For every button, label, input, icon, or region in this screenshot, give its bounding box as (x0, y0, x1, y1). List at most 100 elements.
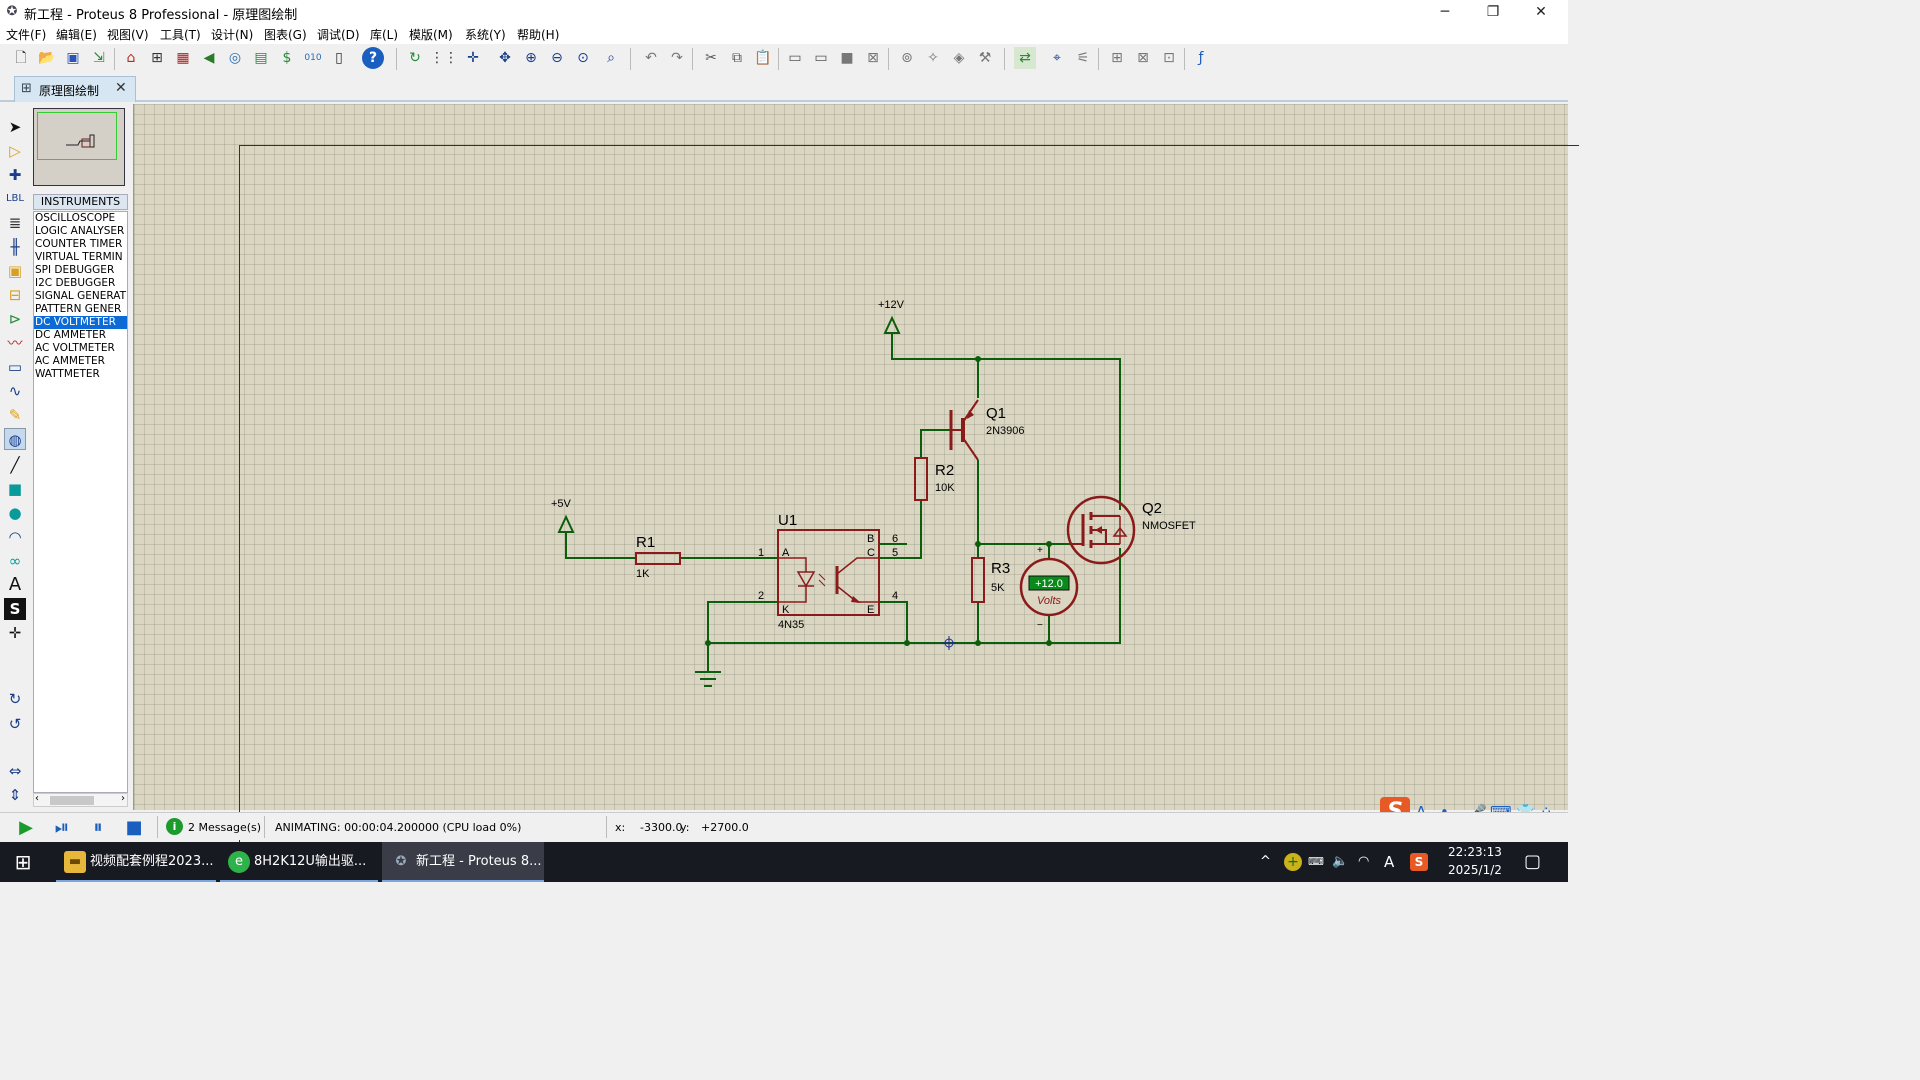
device-pins-mode-icon[interactable]: ⊳ (8, 310, 22, 328)
tray-app-icon[interactable]: + (1284, 853, 1302, 871)
optocoupler-u1[interactable]: U1 4N35 A K B C E 1 2 6 5 4 (758, 512, 898, 631)
wire-autorouter-icon[interactable]: ⇄ (1014, 47, 1036, 69)
junction-mode-icon[interactable]: ✚ (8, 166, 22, 184)
list-item[interactable]: SIGNAL GENERAT (35, 290, 127, 302)
mirror-horizontal-icon[interactable]: ⇔ (8, 762, 22, 780)
notification-icon[interactable]: ▢ (1524, 851, 1542, 872)
menu-view[interactable]: 视图(V) (107, 28, 149, 42)
undo-icon[interactable]: ↶ (645, 50, 657, 66)
generator-mode-icon[interactable]: ∿ (8, 382, 22, 400)
subcircuit-mode-icon[interactable]: ▣ (7, 262, 23, 280)
text-script-mode-icon[interactable]: ≣ (8, 214, 22, 232)
wire-5v-r1[interactable] (565, 532, 636, 559)
close-window-button[interactable]: ✕ (1535, 4, 1547, 20)
power-terminal-5v[interactable]: +5V (551, 498, 575, 533)
graph-mode-icon[interactable]: 〰 (7, 334, 23, 352)
sogou-tray-icon[interactable]: S (1410, 853, 1428, 871)
wire-u1c-r2[interactable] (879, 500, 922, 559)
zoom-out-icon[interactable]: ⊖ (551, 50, 563, 66)
3d-view-icon[interactable]: ◀ (203, 50, 215, 66)
overview-window[interactable] (33, 108, 125, 186)
schematic-icon[interactable]: ⊞ (151, 50, 163, 66)
origin-icon[interactable]: ✛ (467, 50, 479, 66)
wire-label-mode-icon[interactable]: LBL (5, 193, 24, 204)
list-item[interactable]: LOGIC ANALYSER (35, 225, 125, 237)
minimize-button[interactable]: ─ (1440, 4, 1450, 20)
pan-icon[interactable]: ✥ (499, 50, 511, 66)
new-file-icon[interactable]: 🗋 (15, 50, 27, 66)
block-rotate-icon[interactable]: ■ (840, 50, 854, 66)
property-tool-icon[interactable]: ⚟ (1076, 50, 1090, 66)
dc-voltmeter[interactable]: +12.0 Volts + − (1019, 545, 1079, 631)
import-icon[interactable]: ⇲ (93, 50, 105, 66)
transistor-q1[interactable]: Q1 2N3906 (949, 399, 1025, 461)
step-button[interactable]: ⏯ (54, 817, 70, 838)
windows-start-icon[interactable]: ⊞ (14, 850, 32, 874)
path-mode-icon[interactable]: ∞ (8, 552, 22, 570)
menu-help[interactable]: 帮助(H) (517, 28, 560, 42)
buses-mode-icon[interactable]: ╫ (10, 238, 20, 256)
clock-date[interactable]: 2025/1/2 (1448, 863, 1502, 877)
source-code-icon[interactable]: 010 (304, 53, 322, 63)
block-copy-icon[interactable]: ▭ (788, 50, 802, 66)
gerber-icon[interactable]: ◎ (228, 50, 242, 66)
scrollbar-thumb[interactable] (50, 796, 94, 805)
list-item[interactable]: I2C DEBUGGER (35, 277, 116, 289)
wire-ground-rail[interactable] (708, 548, 1121, 644)
decompose-icon[interactable]: ⚒ (978, 50, 992, 66)
network-icon[interactable]: ◠ (1358, 854, 1370, 869)
play-button[interactable]: ▶ (19, 817, 33, 838)
scroll-right-icon[interactable]: › (121, 793, 125, 804)
notes-icon[interactable]: ▯ (335, 50, 343, 66)
search-icon[interactable]: ⌖ (1053, 50, 1061, 66)
message-count[interactable]: 2 Message(s) (188, 821, 262, 834)
copy-icon[interactable]: ⧉ (732, 50, 742, 66)
terminals-mode-icon[interactable]: ⊟ (8, 286, 22, 304)
mirror-vertical-icon[interactable]: ⇕ (8, 786, 22, 804)
bom-icon[interactable]: ▤ (254, 50, 268, 66)
restore-button[interactable]: ❐ (1486, 4, 1500, 20)
parent-sheet-icon[interactable]: ⊡ (1163, 50, 1175, 66)
power-terminal-12v[interactable]: +12V (878, 299, 905, 334)
new-sheet-icon[interactable]: ⊞ (1111, 50, 1123, 66)
list-item-selected[interactable]: DC VOLTMETER (34, 316, 127, 329)
menu-library[interactable]: 库(L) (370, 28, 399, 42)
help-icon[interactable]: ? (362, 47, 384, 69)
mosfet-q2[interactable]: Q2 NMOSFET (1066, 495, 1196, 565)
pick-device-icon[interactable]: ⊚ (901, 50, 913, 66)
line-mode-icon[interactable]: ╱ (10, 456, 20, 474)
netlist-icon[interactable]: ƒ (1198, 50, 1204, 66)
remove-sheet-icon[interactable]: ⊠ (1137, 50, 1149, 66)
cut-icon[interactable]: ✂ (705, 50, 717, 66)
stop-button[interactable]: ■ (125, 817, 143, 838)
open-folder-icon[interactable]: 📂 (38, 50, 56, 66)
zoom-in-icon[interactable]: ⊕ (525, 50, 537, 66)
zoom-all-icon[interactable]: ⊙ (577, 50, 589, 66)
list-item[interactable]: DC AMMETER (35, 329, 107, 341)
circle-mode-icon[interactable]: ● (8, 504, 22, 522)
scroll-left-icon[interactable]: ‹ (35, 793, 39, 804)
taskbar-item-proteus[interactable]: ✪ 新工程 - Proteus 8... (382, 842, 544, 882)
virtual-instruments-mode-icon[interactable]: ◍ (4, 428, 26, 450)
wire-u1k-gnd[interactable] (707, 601, 778, 672)
list-item[interactable]: WATTMETER (35, 368, 100, 380)
list-item[interactable]: VIRTUAL TERMIN (35, 251, 123, 263)
menu-template[interactable]: 模版(M) (409, 28, 453, 42)
taskbar-item-browser[interactable]: e 8H2K12U输出驱... (220, 842, 378, 882)
save-icon[interactable]: ▣ (66, 50, 80, 66)
resistor-r2[interactable]: R2 10K (914, 457, 955, 501)
make-device-icon[interactable]: ✧ (927, 50, 939, 66)
info-icon[interactable]: i (166, 818, 183, 835)
grid-toggle-icon[interactable]: ⋮⋮ (430, 50, 458, 66)
taskbar-item-folder[interactable]: ▬ 视频配套例程2023... (56, 842, 216, 882)
arc-mode-icon[interactable]: ◠ (8, 528, 22, 546)
list-item[interactable]: SPI DEBUGGER (35, 264, 115, 276)
rotate-anticlockwise-icon[interactable]: ↺ (8, 715, 22, 733)
pcb-icon[interactable]: ▦ (176, 50, 190, 66)
menu-debug[interactable]: 调试(D) (317, 28, 360, 42)
menu-file[interactable]: 文件(F) (6, 28, 47, 42)
tray-overflow-icon[interactable]: ^ (1260, 854, 1271, 869)
wire-12v-rail[interactable] (891, 333, 1121, 510)
block-move-icon[interactable]: ▭ (814, 50, 828, 66)
selection-mode-icon[interactable]: ➤ (8, 118, 22, 136)
